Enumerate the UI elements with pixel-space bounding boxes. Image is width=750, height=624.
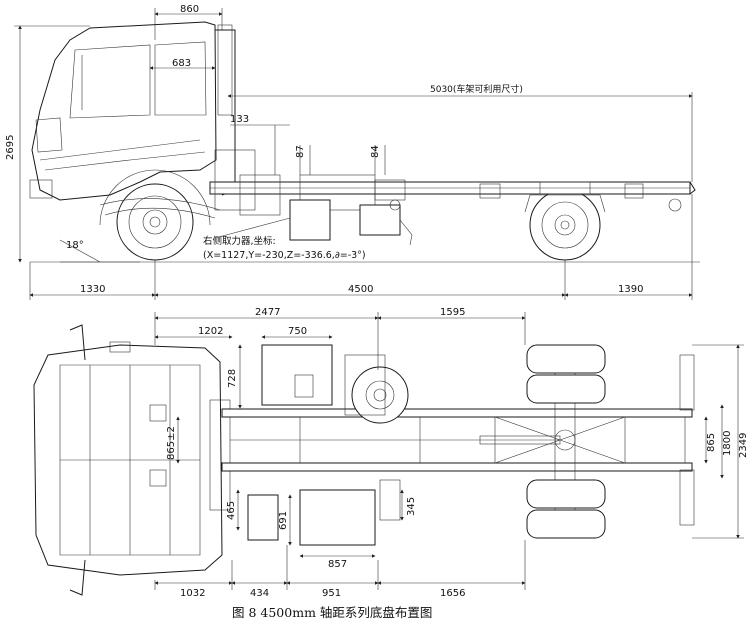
dim-87: 87 — [295, 145, 306, 158]
dim-345: 345 — [406, 497, 417, 516]
side-view: 860 683 2695 5030(车架可利用尺寸) 133 87 84 18°… — [5, 4, 700, 300]
dim-1202: 1202 — [198, 326, 223, 337]
dim-rear-overhang: 1390 — [618, 284, 643, 295]
rear-wheel — [524, 189, 606, 261]
dim-750: 750 — [288, 326, 307, 337]
dim-728: 728 — [227, 369, 238, 388]
dim-cab-front: 860 — [180, 4, 199, 15]
powertrain-side — [99, 149, 413, 246]
dim-84: 84 — [370, 145, 381, 158]
frame-rails-top — [221, 408, 693, 472]
dim-wheelbase: 4500 — [348, 284, 373, 295]
top-view: 2477 1595 1202 750 728 865±2 465 691 857… — [33, 307, 749, 599]
dim-1800: 1800 — [722, 431, 733, 456]
dim-angle: 18° — [66, 240, 84, 251]
rear-lamp-right — [679, 469, 695, 526]
front-wheel — [99, 169, 211, 261]
dim-cab-inner: 683 — [172, 58, 191, 69]
dim-b1656: 1656 — [440, 588, 465, 599]
figure-caption: 图 8 4500mm 轴距系列底盘布置图 — [232, 605, 432, 620]
dim-865-left: 865±2 — [166, 426, 177, 460]
dim-1595: 1595 — [440, 307, 465, 318]
dim-2477: 2477 — [255, 307, 280, 318]
front-hub-top — [344, 354, 409, 424]
pto-note-coords: (X=1127,Y=-230,Z=-336.6,∂=-3°) — [203, 250, 366, 261]
dim-b951: 951 — [322, 588, 341, 599]
dim-frame-length: 5030(车架可利用尺寸) — [430, 83, 523, 95]
pto-note-title: 右侧取力器,坐标: — [203, 235, 276, 247]
dim-2349: 2349 — [738, 433, 749, 458]
dim-front-overhang: 1330 — [80, 284, 105, 295]
dim-133: 133 — [230, 114, 249, 125]
frame-rail-side — [209, 181, 696, 212]
dim-b1032: 1032 — [180, 588, 205, 599]
dim-865-right: 865 — [706, 433, 717, 452]
dim-857: 857 — [328, 559, 347, 570]
cab-top — [33, 324, 231, 596]
dim-b434: 434 — [250, 588, 269, 599]
dim-height-total: 2695 — [5, 135, 16, 160]
rear-axle-top — [479, 344, 606, 539]
dim-691: 691 — [278, 511, 289, 530]
rear-lamp-left — [679, 354, 695, 411]
cab-side — [29, 21, 236, 201]
dim-465: 465 — [226, 501, 237, 520]
components-top — [247, 344, 401, 546]
